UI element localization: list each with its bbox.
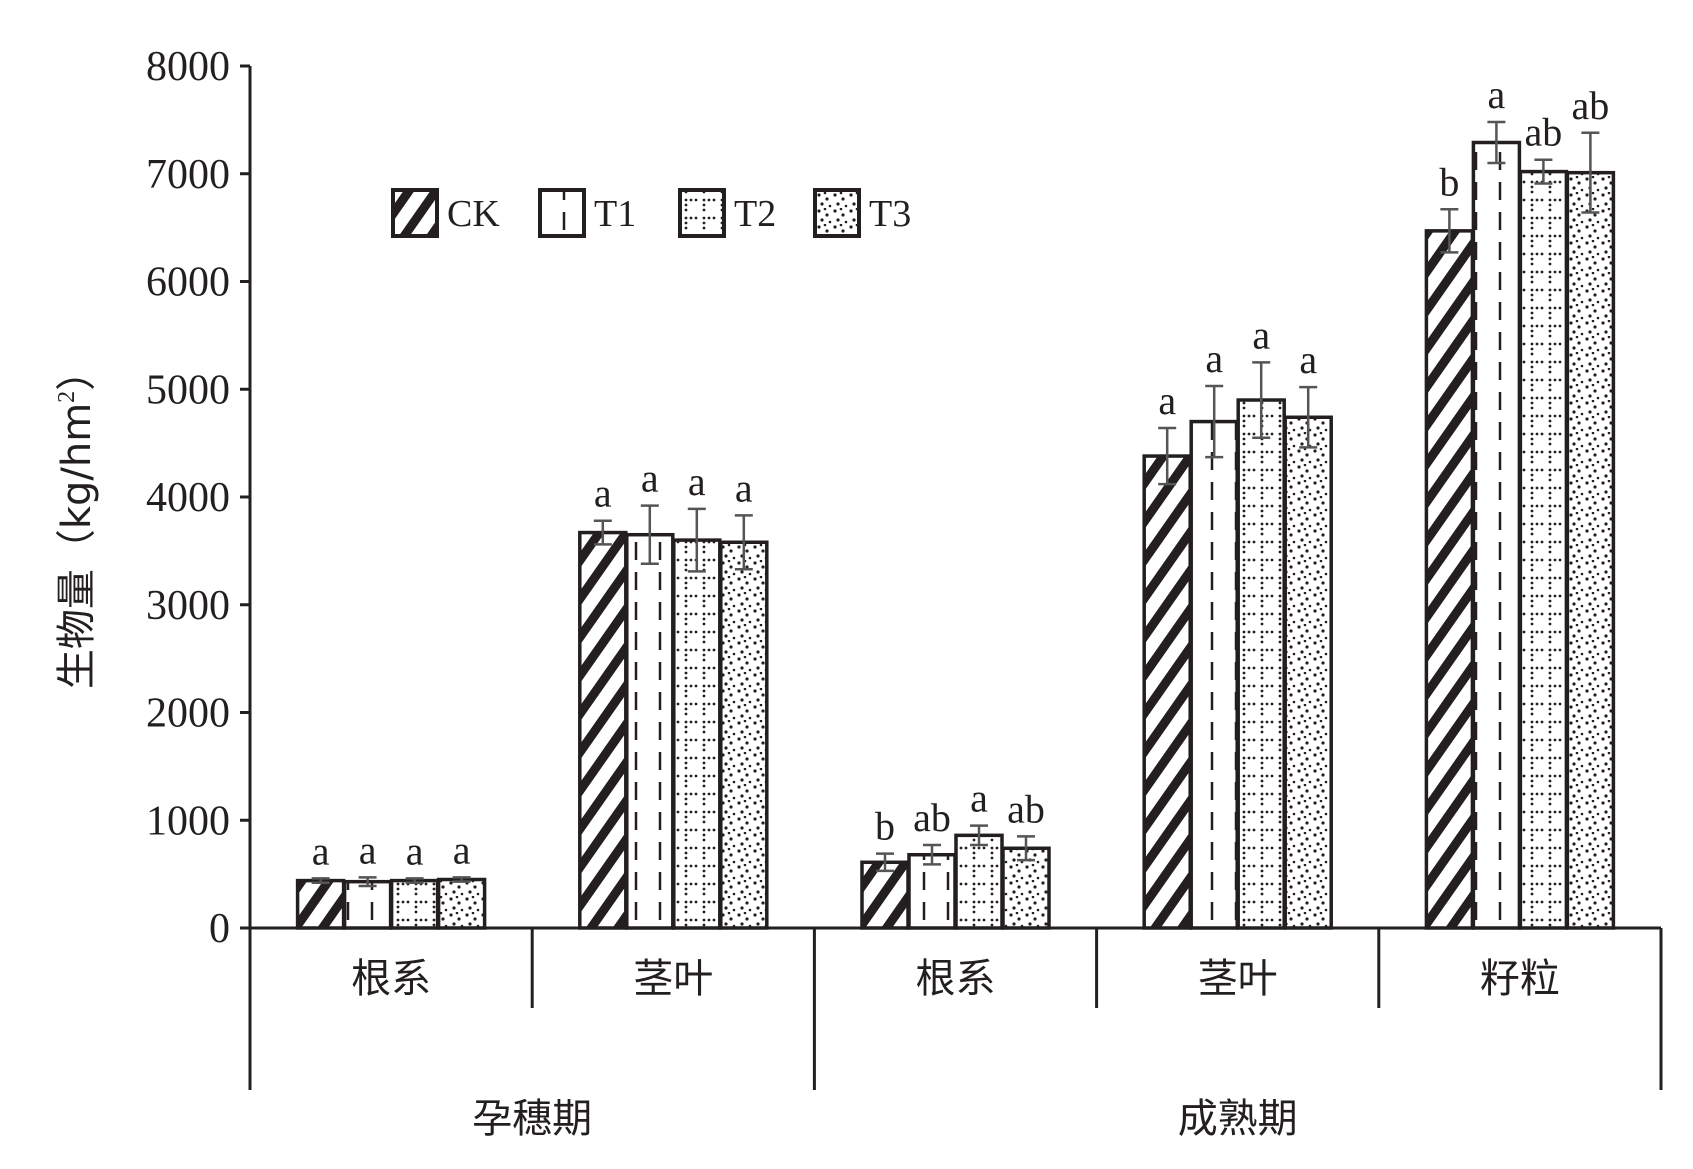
legend-label-ck: CK <box>447 193 500 235</box>
group-label: 成熟期 <box>1178 1096 1298 1142</box>
y-tick-label: 4000 <box>146 475 230 521</box>
significance-label: a <box>359 827 377 872</box>
bar-t3 <box>436 877 487 930</box>
category-label: 根系 <box>916 956 996 1002</box>
significance-label: a <box>1158 378 1176 423</box>
y-tick-label: 7000 <box>146 152 230 198</box>
y-tick-label: 5000 <box>146 367 230 413</box>
bar-ck <box>578 530 628 930</box>
bar-t1 <box>625 532 675 930</box>
y-tick-label: 0 <box>209 906 230 952</box>
bar-ck <box>1424 229 1475 930</box>
significance-label: a <box>1299 337 1317 382</box>
bar-t2 <box>672 538 722 930</box>
significance-label: a <box>453 827 471 872</box>
legend-label-t2: T2 <box>734 193 776 235</box>
y-tick-label: 1000 <box>146 798 230 844</box>
y-tick-label: 3000 <box>146 583 230 629</box>
category-label: 茎叶 <box>1198 956 1278 1002</box>
significance-label: a <box>312 828 330 873</box>
bar-t1 <box>342 879 393 930</box>
y-tick-label: 6000 <box>146 260 230 306</box>
legend: CK T1 T2 T3 <box>391 188 911 238</box>
significance-label: a <box>594 471 612 516</box>
significance-label: a <box>1252 312 1270 357</box>
legend-label-t3: T3 <box>869 193 911 235</box>
bar-t2 <box>954 833 1004 930</box>
significance-label: b <box>875 804 895 849</box>
legend-swatch-t1 <box>538 188 586 238</box>
bar-t3 <box>1283 415 1333 930</box>
significance-label: ab <box>1572 83 1610 128</box>
axes: 0 1000 2000 3000 4000 5000 6000 7000 8000 根系 茎叶 根系 茎… <box>146 44 1663 1142</box>
significance-label: a <box>641 456 659 501</box>
category-label: 籽粒 <box>1480 956 1560 1002</box>
y-axis-label: 生物量（kg/hm2） <box>54 351 100 689</box>
legend-swatch-t2 <box>678 188 726 238</box>
significance-label: a <box>688 459 706 504</box>
bar-t1 <box>907 852 957 930</box>
significance-label: ab <box>1007 786 1045 831</box>
significance-label: a <box>1205 336 1223 381</box>
bar-t2 <box>1236 398 1286 930</box>
category-label: 根系 <box>351 956 431 1002</box>
bar-t1 <box>1471 140 1522 930</box>
significance-label: a <box>406 828 424 873</box>
legend-swatch-ck <box>391 188 439 238</box>
significance-label: ab <box>913 795 951 840</box>
legend-label-t1: T1 <box>594 193 636 235</box>
bar-t1 <box>1189 419 1239 930</box>
group-label: 孕穗期 <box>472 1096 592 1142</box>
significance-label: ab <box>1525 110 1563 155</box>
y-tick-label: 2000 <box>146 691 230 737</box>
significance-label: a <box>735 465 753 510</box>
significance-label: b <box>1439 159 1459 204</box>
legend-swatch-t3 <box>813 188 861 238</box>
bar-t2 <box>389 878 440 930</box>
significance-label: a <box>1488 72 1506 117</box>
bar-t3 <box>719 540 769 930</box>
bar-t3 <box>1565 170 1616 930</box>
bar-t2 <box>1518 169 1569 930</box>
bar-ck <box>295 878 346 930</box>
bar-ck <box>1142 454 1192 930</box>
significance-label: a <box>970 776 988 821</box>
category-label: 茎叶 <box>633 956 713 1002</box>
y-tick-label: 8000 <box>146 44 230 90</box>
